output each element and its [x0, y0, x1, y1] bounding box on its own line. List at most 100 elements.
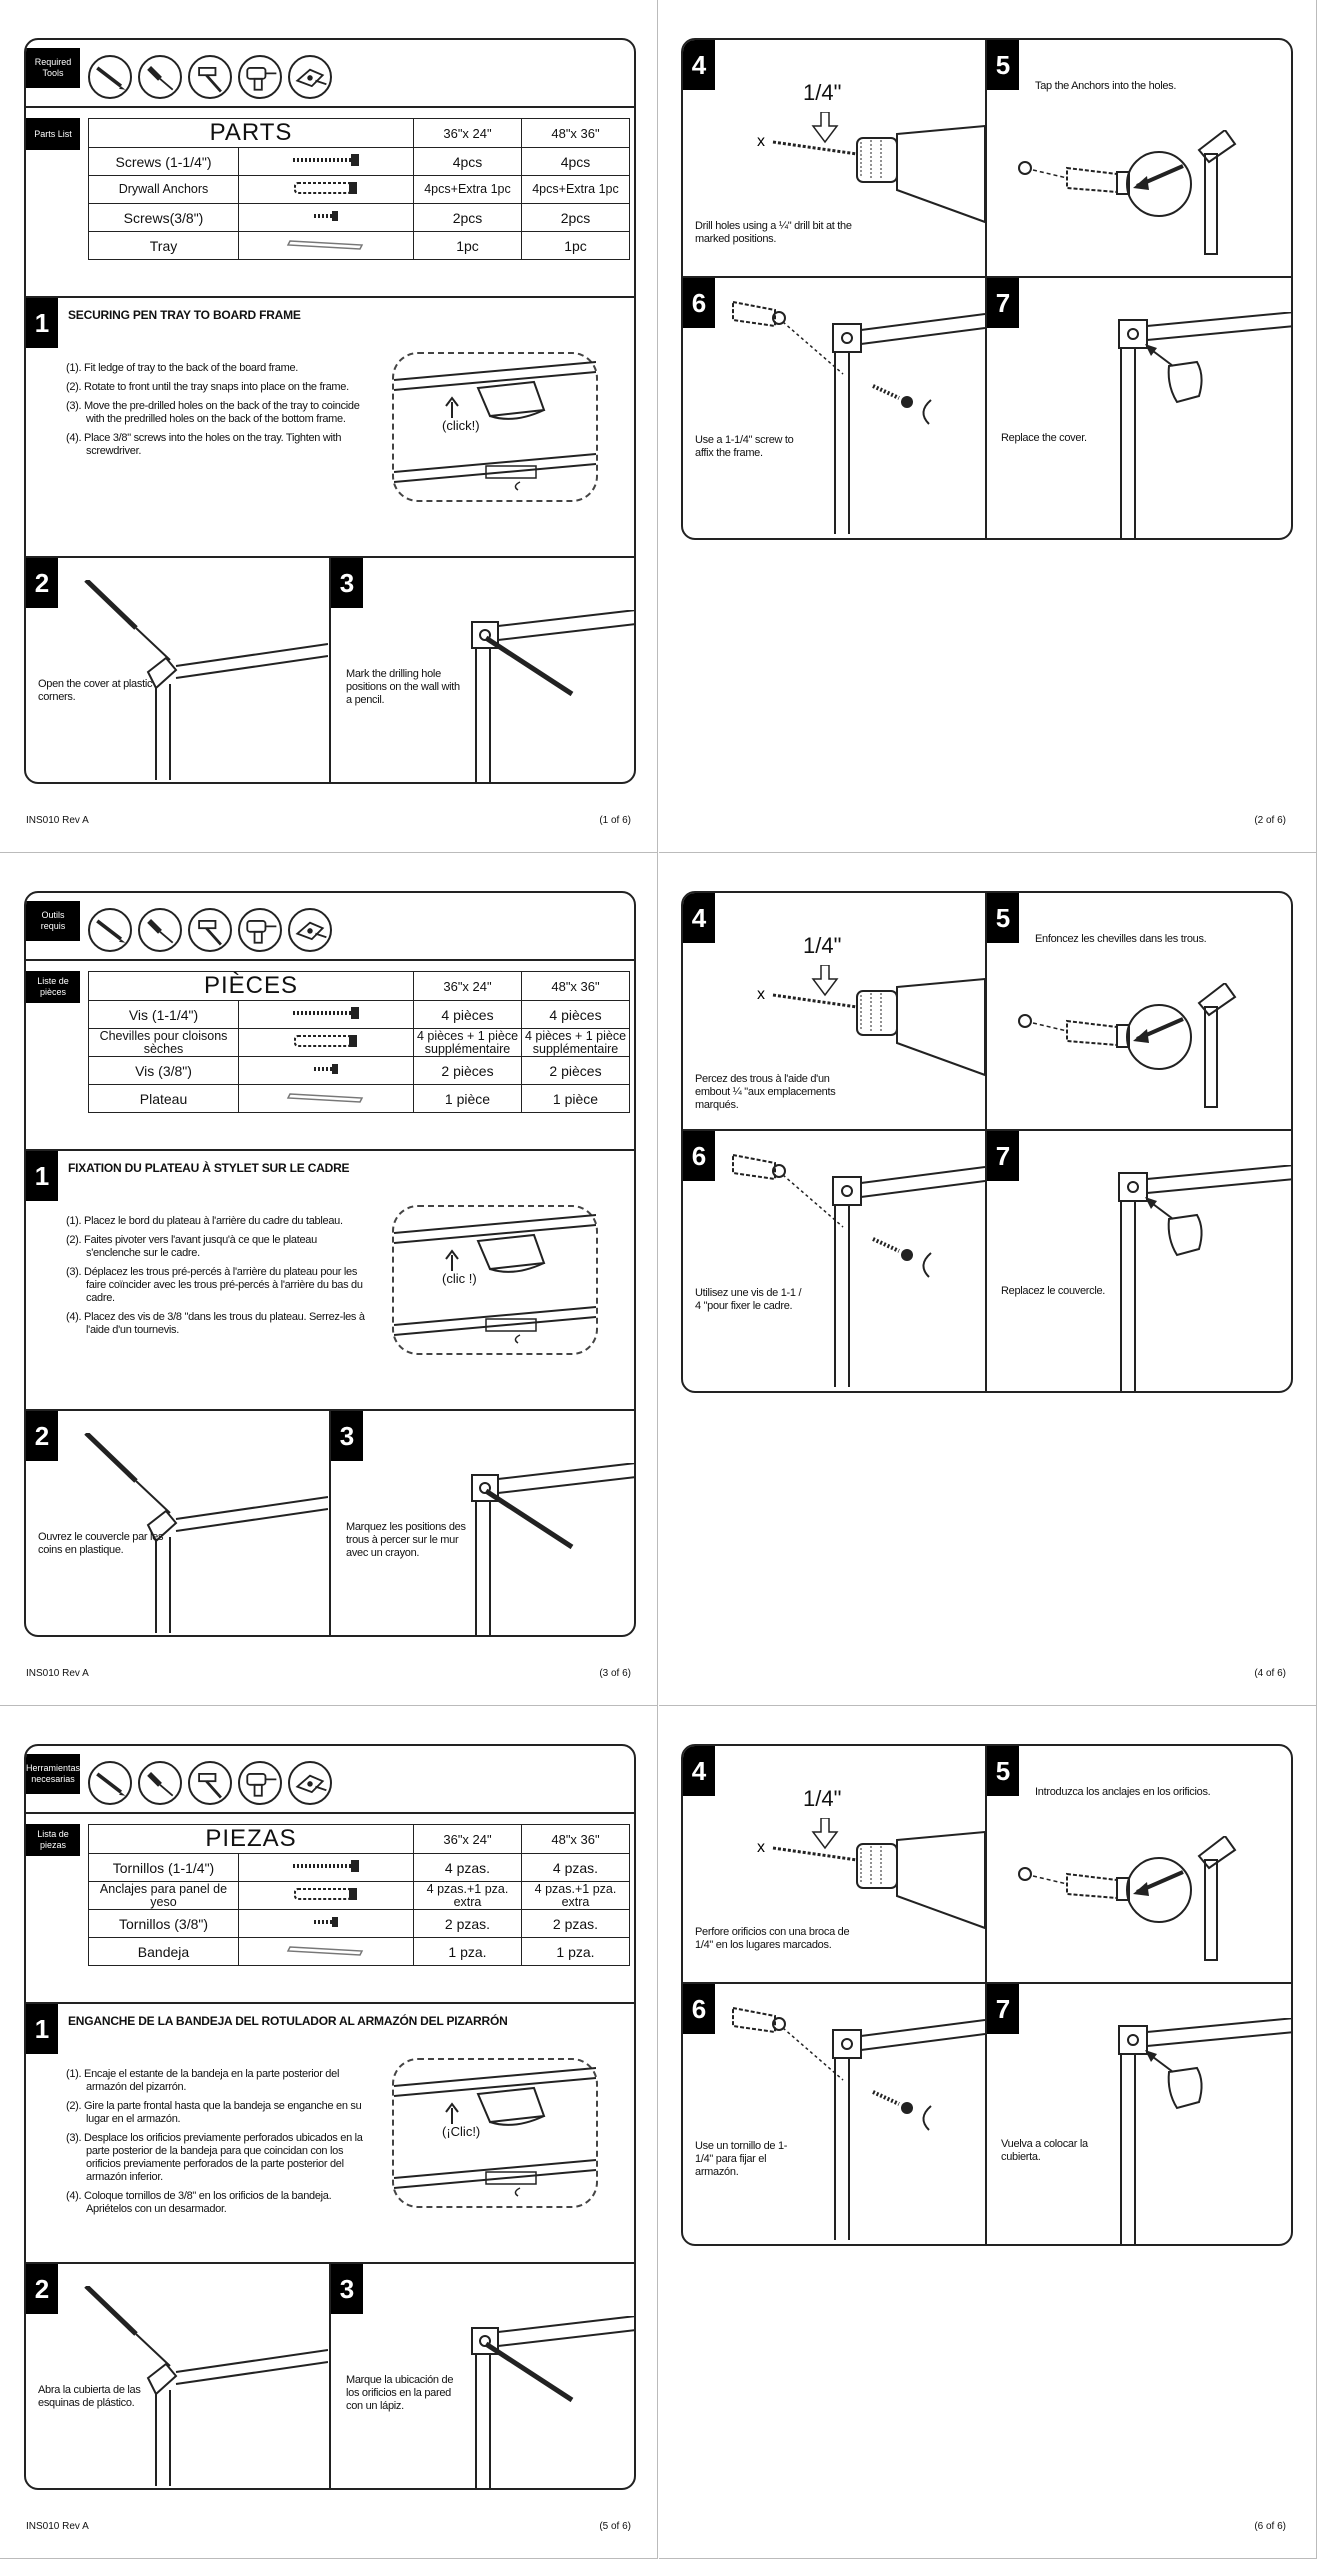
parts-list-label: Liste de pièces: [26, 971, 80, 1003]
page-frame: Required Tools Parts List PARTS 36"x 24"…: [24, 38, 636, 784]
table-row: Vis (1-1/4") 4 pièces 4 pièces: [88, 1000, 630, 1029]
step-number: 5: [987, 40, 1019, 90]
instruction-item: (3). Move the pre-drilled holes on the b…: [66, 400, 360, 425]
part-name: Tornillos (3/8"): [88, 1909, 239, 1938]
step-number: 4: [683, 1746, 715, 1796]
drill-illustration: x: [757, 112, 985, 232]
step2-caption: Open the cover at plastic corners.: [38, 678, 153, 703]
parts-table: PARTS 36"x 24" 48"x 36" Screws (1-1/4") …: [88, 118, 630, 260]
table-row: Chevilles pour cloisons sèches 4 pièces …: [88, 1028, 630, 1057]
part-name: Tray: [88, 231, 239, 260]
drill-icon: [238, 1761, 282, 1805]
step-number: 5: [987, 893, 1019, 943]
drill-bit-size-label: 1/4": [803, 933, 842, 958]
instruction-item: (3). Desplace los orificios previamente …: [66, 2132, 363, 2183]
qty-48x36: 2pcs: [521, 203, 630, 232]
step5-caption: Enfoncez les chevilles dans les trous.: [1035, 933, 1207, 945]
step1-instructions: (1). Placez le bord du plateau à l'arriè…: [66, 1215, 366, 1343]
table-row: Vis (3/8") 2 pièces 2 pièces: [88, 1056, 630, 1085]
step-number: 2: [26, 558, 58, 608]
step-number: 3: [331, 2264, 363, 2314]
parts-table-title: PIEZAS: [88, 1824, 414, 1854]
qty-36x24: 4pcs: [413, 147, 522, 176]
footer-page-number: (1 of 6): [599, 815, 631, 826]
step-number: 2: [26, 1411, 58, 1461]
short-screw-icon: [238, 1056, 414, 1085]
pencil-icon: [88, 1761, 132, 1805]
table-row: Drywall Anchors 4pcs+Extra 1pc 4pcs+Extr…: [88, 175, 630, 204]
qty-36x24: 2 pièces: [413, 1056, 522, 1085]
svg-text:x: x: [757, 1839, 765, 1856]
mark-wall-illustration: [426, 1463, 634, 1635]
hammer-icon: [188, 55, 232, 99]
table-row: Screws(3/8") 2pcs 2pcs: [88, 203, 630, 232]
screw-frame-illustration: [723, 2000, 985, 2240]
qty-48x36: 1 pza.: [521, 1937, 630, 1966]
screw-frame-illustration: [723, 1147, 985, 1387]
level-icon: [288, 908, 332, 952]
parts-table-title: PIÈCES: [88, 971, 414, 1001]
screwdriver-icon: [138, 908, 182, 952]
footer-revision: INS010 Rev A: [26, 815, 89, 826]
instruction-page-front: Herramientas necesarias Lista de piezas …: [0, 1706, 658, 2559]
part-name: Anclajes para panel de yeso: [88, 1881, 239, 1910]
drill-illustration: x: [757, 1818, 985, 1938]
parts-list-label: Parts List: [26, 118, 80, 150]
instruction-item: (2). Rotate to front until the tray snap…: [66, 381, 349, 393]
table-row: Anclajes para panel de yeso 4 pzas.+1 pz…: [88, 1881, 630, 1910]
qty-36x24: 4pcs+Extra 1pc: [413, 175, 522, 204]
step5-caption: Introduzca los anclajes en los orificios…: [1035, 1786, 1211, 1798]
pencil-icon: [88, 55, 132, 99]
instruction-page-back: 4 1/4" x Percez des trous à l'aide d'un …: [659, 853, 1317, 1706]
step7-caption: Vuelva a colocar la cubierta.: [1001, 2138, 1088, 2163]
qty-48x36: 4 pzas.+1 pza. extra: [521, 1881, 630, 1910]
instruction-item: (3). Déplacez les trous pré-percés à l'a…: [66, 1266, 363, 1304]
step-number: 3: [331, 1411, 363, 1461]
open-cover-illustration: [66, 580, 328, 780]
table-row: Screws (1-1/4") 4pcs 4pcs: [88, 147, 630, 176]
size-col-48x36: 48"x 36": [521, 971, 630, 1001]
step1-title: FIXATION DU PLATEAU À STYLET SUR LE CADR…: [68, 1161, 350, 1175]
step3-caption: Marque la ubicación de los orificios en …: [346, 2374, 454, 2412]
table-row: Tornillos (3/8") 2 pzas. 2 pzas.: [88, 1909, 630, 1938]
part-name: Plateau: [88, 1084, 239, 1113]
table-row: Tray 1pc 1pc: [88, 231, 630, 260]
qty-36x24: 1 pza.: [413, 1937, 522, 1966]
part-name: Vis (3/8"): [88, 1056, 239, 1085]
table-row: Bandeja 1 pza. 1 pza.: [88, 1937, 630, 1966]
footer-page-number: (5 of 6): [599, 2521, 631, 2532]
step1-title: ENGANCHE DE LA BANDEJA DEL ROTULADOR AL …: [68, 2014, 508, 2028]
open-cover-illustration: [66, 2286, 328, 2486]
step7-caption: Replacez le couvercle.: [1001, 1285, 1106, 1297]
part-name: Bandeja: [88, 1937, 239, 1966]
qty-36x24: 1 pièce: [413, 1084, 522, 1113]
step-number: 7: [987, 1984, 1019, 2034]
tray-icon: [238, 231, 414, 260]
qty-36x24: 2pcs: [413, 203, 522, 232]
footer-revision: INS010 Rev A: [26, 2521, 89, 2532]
qty-48x36: 4 pièces + 1 pièce supplémentaire: [521, 1028, 630, 1057]
step-number: 5: [987, 1746, 1019, 1796]
step-number: 4: [683, 893, 715, 943]
anchor-icon: [238, 1028, 414, 1057]
open-cover-illustration: [66, 1433, 328, 1633]
instruction-item: (1). Placez le bord du plateau à l'arriè…: [66, 1215, 343, 1227]
anchor-icon: [238, 1881, 414, 1910]
footer-page-number: (6 of 6): [1254, 2521, 1286, 2532]
step6-caption: Utilisez une vis de 1-1 / 4 "pour fixer …: [695, 1287, 802, 1312]
instruction-page-back: 4 1/4" x Perfore orificios con una broca…: [659, 1706, 1317, 2559]
tray-icon: [238, 1084, 414, 1113]
parts-table: PIÈCES 36"x 24" 48"x 36" Vis (1-1/4") 4 …: [88, 971, 630, 1113]
step-number: 6: [683, 1984, 715, 2034]
step2-caption: Abra la cubierta de las esquinas de plás…: [38, 2384, 141, 2409]
replace-cover-illustration: [1113, 1165, 1291, 1391]
click-label: (click!): [442, 418, 480, 433]
footer-page-number: (3 of 6): [599, 1668, 631, 1679]
short-screw-icon: [238, 203, 414, 232]
qty-48x36: 1pc: [521, 231, 630, 260]
qty-36x24: 4 pzas.: [413, 1853, 522, 1882]
qty-48x36: 1 pièce: [521, 1084, 630, 1113]
drill-illustration: x: [757, 965, 985, 1085]
mark-wall-illustration: [426, 2316, 634, 2488]
qty-36x24: 4 pièces: [413, 1000, 522, 1029]
